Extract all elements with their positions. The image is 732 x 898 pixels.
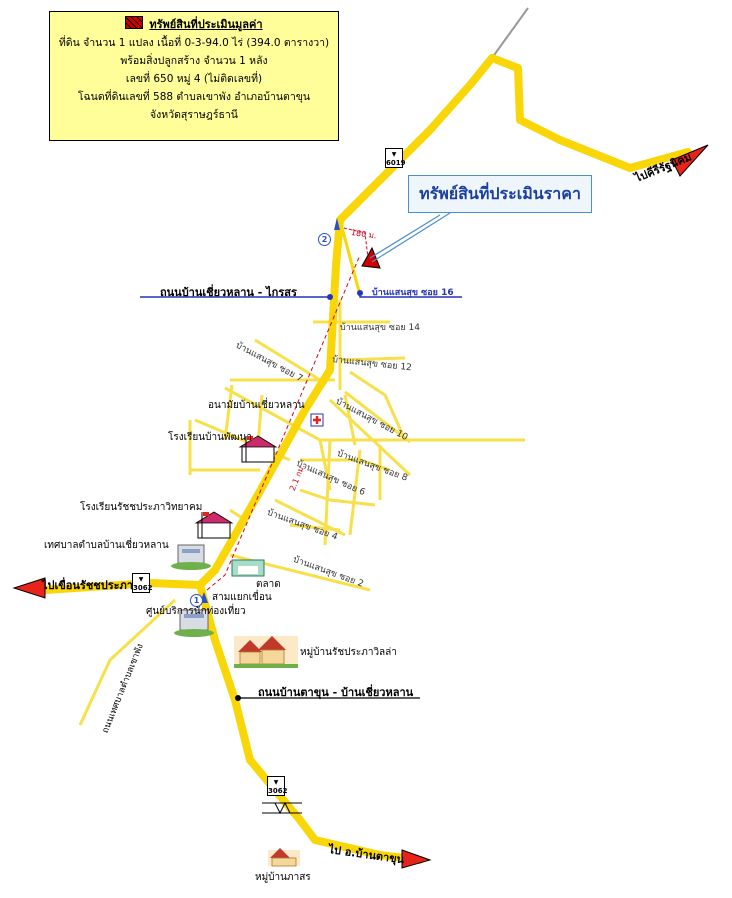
route-shield-6019: ▼6019 (385, 148, 405, 168)
route-shield-triangle-icon: ▼ (391, 151, 397, 158)
route-shield-triangle-icon: ▼ (138, 576, 144, 583)
property-callout: ทรัพย์สินที่ประเมินราคา (408, 175, 592, 213)
arrow-ban-ta-khun (401, 849, 432, 869)
municipality-icon (171, 544, 211, 570)
route-shield-3062-b: ▼3062 (267, 776, 287, 796)
village-2-icon (268, 848, 300, 867)
legend-line-3: เลขที่ 650 หมู่ 4 (ไม่ติดเลขที่) (125, 73, 263, 85)
route-shield-3062-a: ▼3062 (132, 573, 152, 593)
school-1-icon (238, 435, 278, 463)
road-break-symbol (262, 801, 302, 815)
label-village-2: หมู่บ้านภาสร (255, 872, 311, 883)
callout-pointer-2 (371, 212, 451, 263)
ta-khun-dot (235, 695, 241, 701)
property-swatch-icon (125, 16, 144, 29)
label-village-1: หมู่บ้านรัชประภาวิลล่า (300, 647, 397, 658)
legend-title: ทรัพย์สินที่ประเมินมูลค่า (149, 18, 263, 31)
junction-dot (327, 294, 333, 300)
label-municipality: เทศบาลตำบลบ้านเชี่ยวหลาน (44, 540, 169, 551)
arrow-khiri (671, 144, 709, 177)
school-2-icon (194, 511, 234, 539)
label-school-1: โรงเรียนบ้านพัฒนา (168, 432, 252, 443)
label-road-kraison: ถนนบ้านเชี่ยวหลาน - ไกรสร (160, 286, 297, 299)
label-soi-14: บ้านแสนสุข ซอย 14 (340, 323, 420, 333)
legend-line-5: จังหวัดสุราษฎร์ธานี (150, 109, 238, 121)
label-service-center: ศูนย์บริการนักท่องเที่ยว (146, 606, 246, 617)
red-cross-icon (313, 416, 321, 424)
label-junction: สามแยกเขื่อน (212, 592, 272, 603)
legend-line-1: ที่ดิน จำนวน 1 แปลง เนื้อที่ 0-3-94.0 ไร… (58, 37, 330, 49)
marker-1: 1 (190, 594, 203, 607)
legend-box: ทรัพย์สินที่ประเมินมูลค่า ที่ดิน จำนวน 1… (49, 11, 339, 141)
label-road-ta-khun: ถนนบ้านตาขุน - บ้านเชี่ยวหลาน (258, 686, 414, 699)
label-health-center: อนามัยบ้านเชี่ยวหลาน (208, 400, 305, 411)
soi16-dot (357, 290, 363, 296)
label-to-dam: ไปเขื่อนรัชชประภา (42, 579, 133, 592)
distance-line-180m (343, 227, 369, 259)
legend-line-4: โฉนดที่ดินเลขที่ 588 ตำบลเขาพัง อำเภอบ้า… (77, 91, 311, 103)
marker-2-arrow (334, 218, 340, 230)
market-icon (231, 559, 265, 577)
street-grid (78, 300, 525, 726)
label-soi-16: บ้านแสนสุข ซอย 16 (372, 288, 454, 298)
grey-road (491, 7, 529, 59)
route-shield-triangle-icon: ▼ (273, 779, 279, 786)
property-access-road (338, 219, 362, 296)
service-center-icon (174, 609, 214, 637)
label-market: ตลาด (256, 579, 281, 590)
village-1-icon (234, 636, 298, 668)
callout-pointer-1 (369, 214, 441, 259)
distance-line-2km (206, 254, 361, 591)
arrow-dam (12, 577, 46, 599)
label-school-2: โรงเรียนรัชชประภาวิทยาคม (80, 502, 203, 513)
legend-line-2: พร้อมสิ่งปลูกสร้าง จำนวน 1 หลัง (120, 55, 268, 67)
marker-2: 2 (318, 233, 331, 246)
